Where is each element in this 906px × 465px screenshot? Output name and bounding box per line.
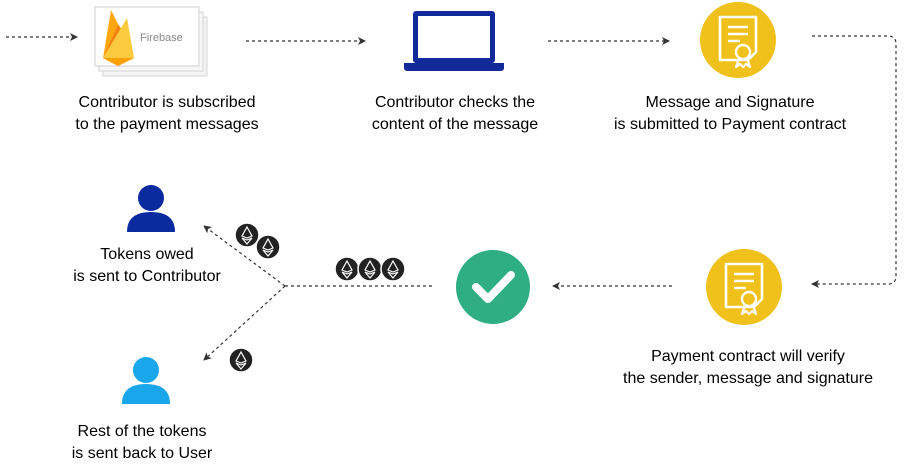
label-to-user-line2: is sent back to User (71, 445, 213, 462)
label-submit-line2: is submitted to Payment contract (613, 116, 847, 133)
certificate-icon (700, 2, 776, 78)
user-icon (127, 185, 175, 232)
label-subscribe: Contributor is subscribed to the payment… (48, 92, 286, 136)
label-subscribe-line1: Contributor is subscribed (78, 94, 256, 111)
label-to-contributor: Tokens owed is sent to Contributor (44, 244, 250, 288)
firebase-logo-text: Firebase (140, 32, 183, 44)
label-verify: Payment contract will verify the sender,… (598, 346, 898, 390)
ether-token-icon (380, 256, 406, 282)
ether-token-icon (234, 222, 260, 248)
arrow-split-to-user (203, 285, 286, 361)
label-submit-line1: Message and Signature (645, 94, 815, 111)
label-to-contributor-line1: Tokens owed (100, 246, 194, 263)
connectors (6, 33, 897, 361)
label-verify-line2: the sender, message and signature (623, 370, 873, 387)
ether-token-icon (334, 256, 360, 282)
ether-token-icon (228, 347, 254, 373)
label-to-user: Rest of the tokens is sent back to User (40, 421, 244, 465)
ether-token-icon (255, 234, 281, 260)
user-icon (122, 357, 170, 404)
certificate-icon (706, 249, 782, 325)
label-submit: Message and Signature is submitted to Pa… (592, 92, 868, 136)
arrow-certificate-to-verify (811, 35, 897, 288)
laptop-icon (404, 11, 504, 71)
label-check: Contributor checks the content of the me… (340, 92, 570, 136)
check-circle-icon (456, 250, 530, 324)
label-to-user-line1: Rest of the tokens (77, 423, 207, 440)
label-verify-line1: Payment contract will verify (651, 348, 845, 365)
ether-token-icon (357, 256, 383, 282)
label-check-line1: Contributor checks the (374, 94, 536, 111)
firebase-logo-icon: Firebase (94, 6, 208, 77)
label-check-line2: content of the message (371, 116, 539, 133)
arrow-split-to-contributor (203, 225, 286, 287)
ether-tokens (228, 222, 406, 373)
label-subscribe-line2: to the payment messages (75, 116, 259, 133)
label-to-contributor-line2: is sent to Contributor (73, 268, 221, 285)
